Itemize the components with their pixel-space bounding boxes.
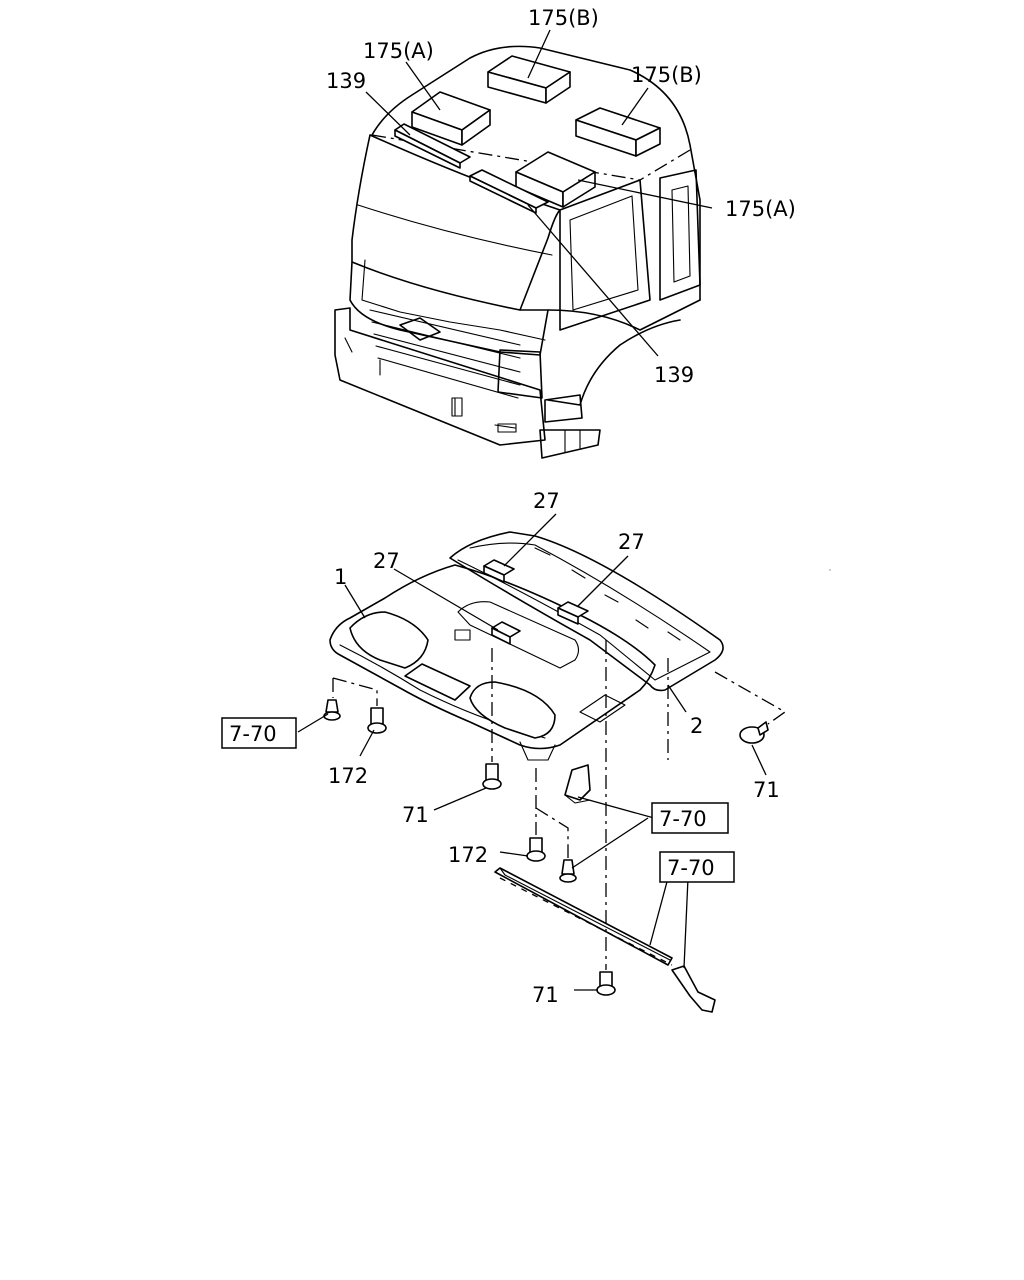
rear-liner-panel xyxy=(449,531,831,692)
pad-27-left xyxy=(491,621,521,645)
label-7-70-left: 7-70 xyxy=(229,722,277,746)
lower-rail xyxy=(494,867,673,966)
label-27-left: 27 xyxy=(373,549,400,573)
label-7-70-mid: 7-70 xyxy=(659,807,707,831)
clip-71-bottom xyxy=(596,971,616,996)
label-27-top: 27 xyxy=(533,489,560,513)
label-71-bottom: 71 xyxy=(532,983,559,1007)
headliner-assembly-illustration xyxy=(297,513,831,1013)
roof-strip-139-right xyxy=(469,169,549,214)
pad-27-right xyxy=(557,601,589,625)
screw-172-left xyxy=(367,707,387,734)
callout-labels: 175(B) 175(A) 139 175(B) 175(A) 139 27 2… xyxy=(221,6,796,1007)
roof-pad-175a-left xyxy=(411,91,491,146)
label-175a-right: 175(A) xyxy=(725,197,796,221)
label-2: 2 xyxy=(690,714,703,738)
ref-box-7-70-left xyxy=(221,717,297,749)
label-139-left: 139 xyxy=(326,69,366,93)
label-172-left: 172 xyxy=(328,764,368,788)
bracket-upper xyxy=(564,764,591,804)
label-139-right: 139 xyxy=(654,363,694,387)
label-172-mid: 172 xyxy=(448,843,488,867)
label-175b-right: 175(B) xyxy=(631,63,702,87)
label-71-center: 71 xyxy=(402,803,429,827)
front-headliner-panel xyxy=(329,564,656,761)
label-71-right: 71 xyxy=(753,778,780,802)
clip-71-center xyxy=(482,763,502,790)
ref-box-7-70-lower xyxy=(659,851,735,883)
roof-pad-175b-right xyxy=(575,107,661,157)
truck-cab-illustration xyxy=(334,29,713,459)
clip-7-70-left xyxy=(323,699,341,721)
bracket-lower xyxy=(671,965,716,1013)
clip-71-right xyxy=(739,721,769,744)
label-7-70-lower: 7-70 xyxy=(667,856,715,880)
label-175b-top: 175(B) xyxy=(528,6,599,30)
pad-27-top xyxy=(483,559,515,583)
clip-7-70-mid xyxy=(559,859,577,883)
ref-box-7-70-mid xyxy=(651,802,729,834)
roof-pad-175a-right xyxy=(515,151,596,208)
roof-pad-175b-top xyxy=(487,55,571,104)
label-1: 1 xyxy=(334,565,347,589)
label-175a-left: 175(A) xyxy=(363,39,434,63)
screw-172-mid xyxy=(526,837,546,862)
label-27-right: 27 xyxy=(618,530,645,554)
